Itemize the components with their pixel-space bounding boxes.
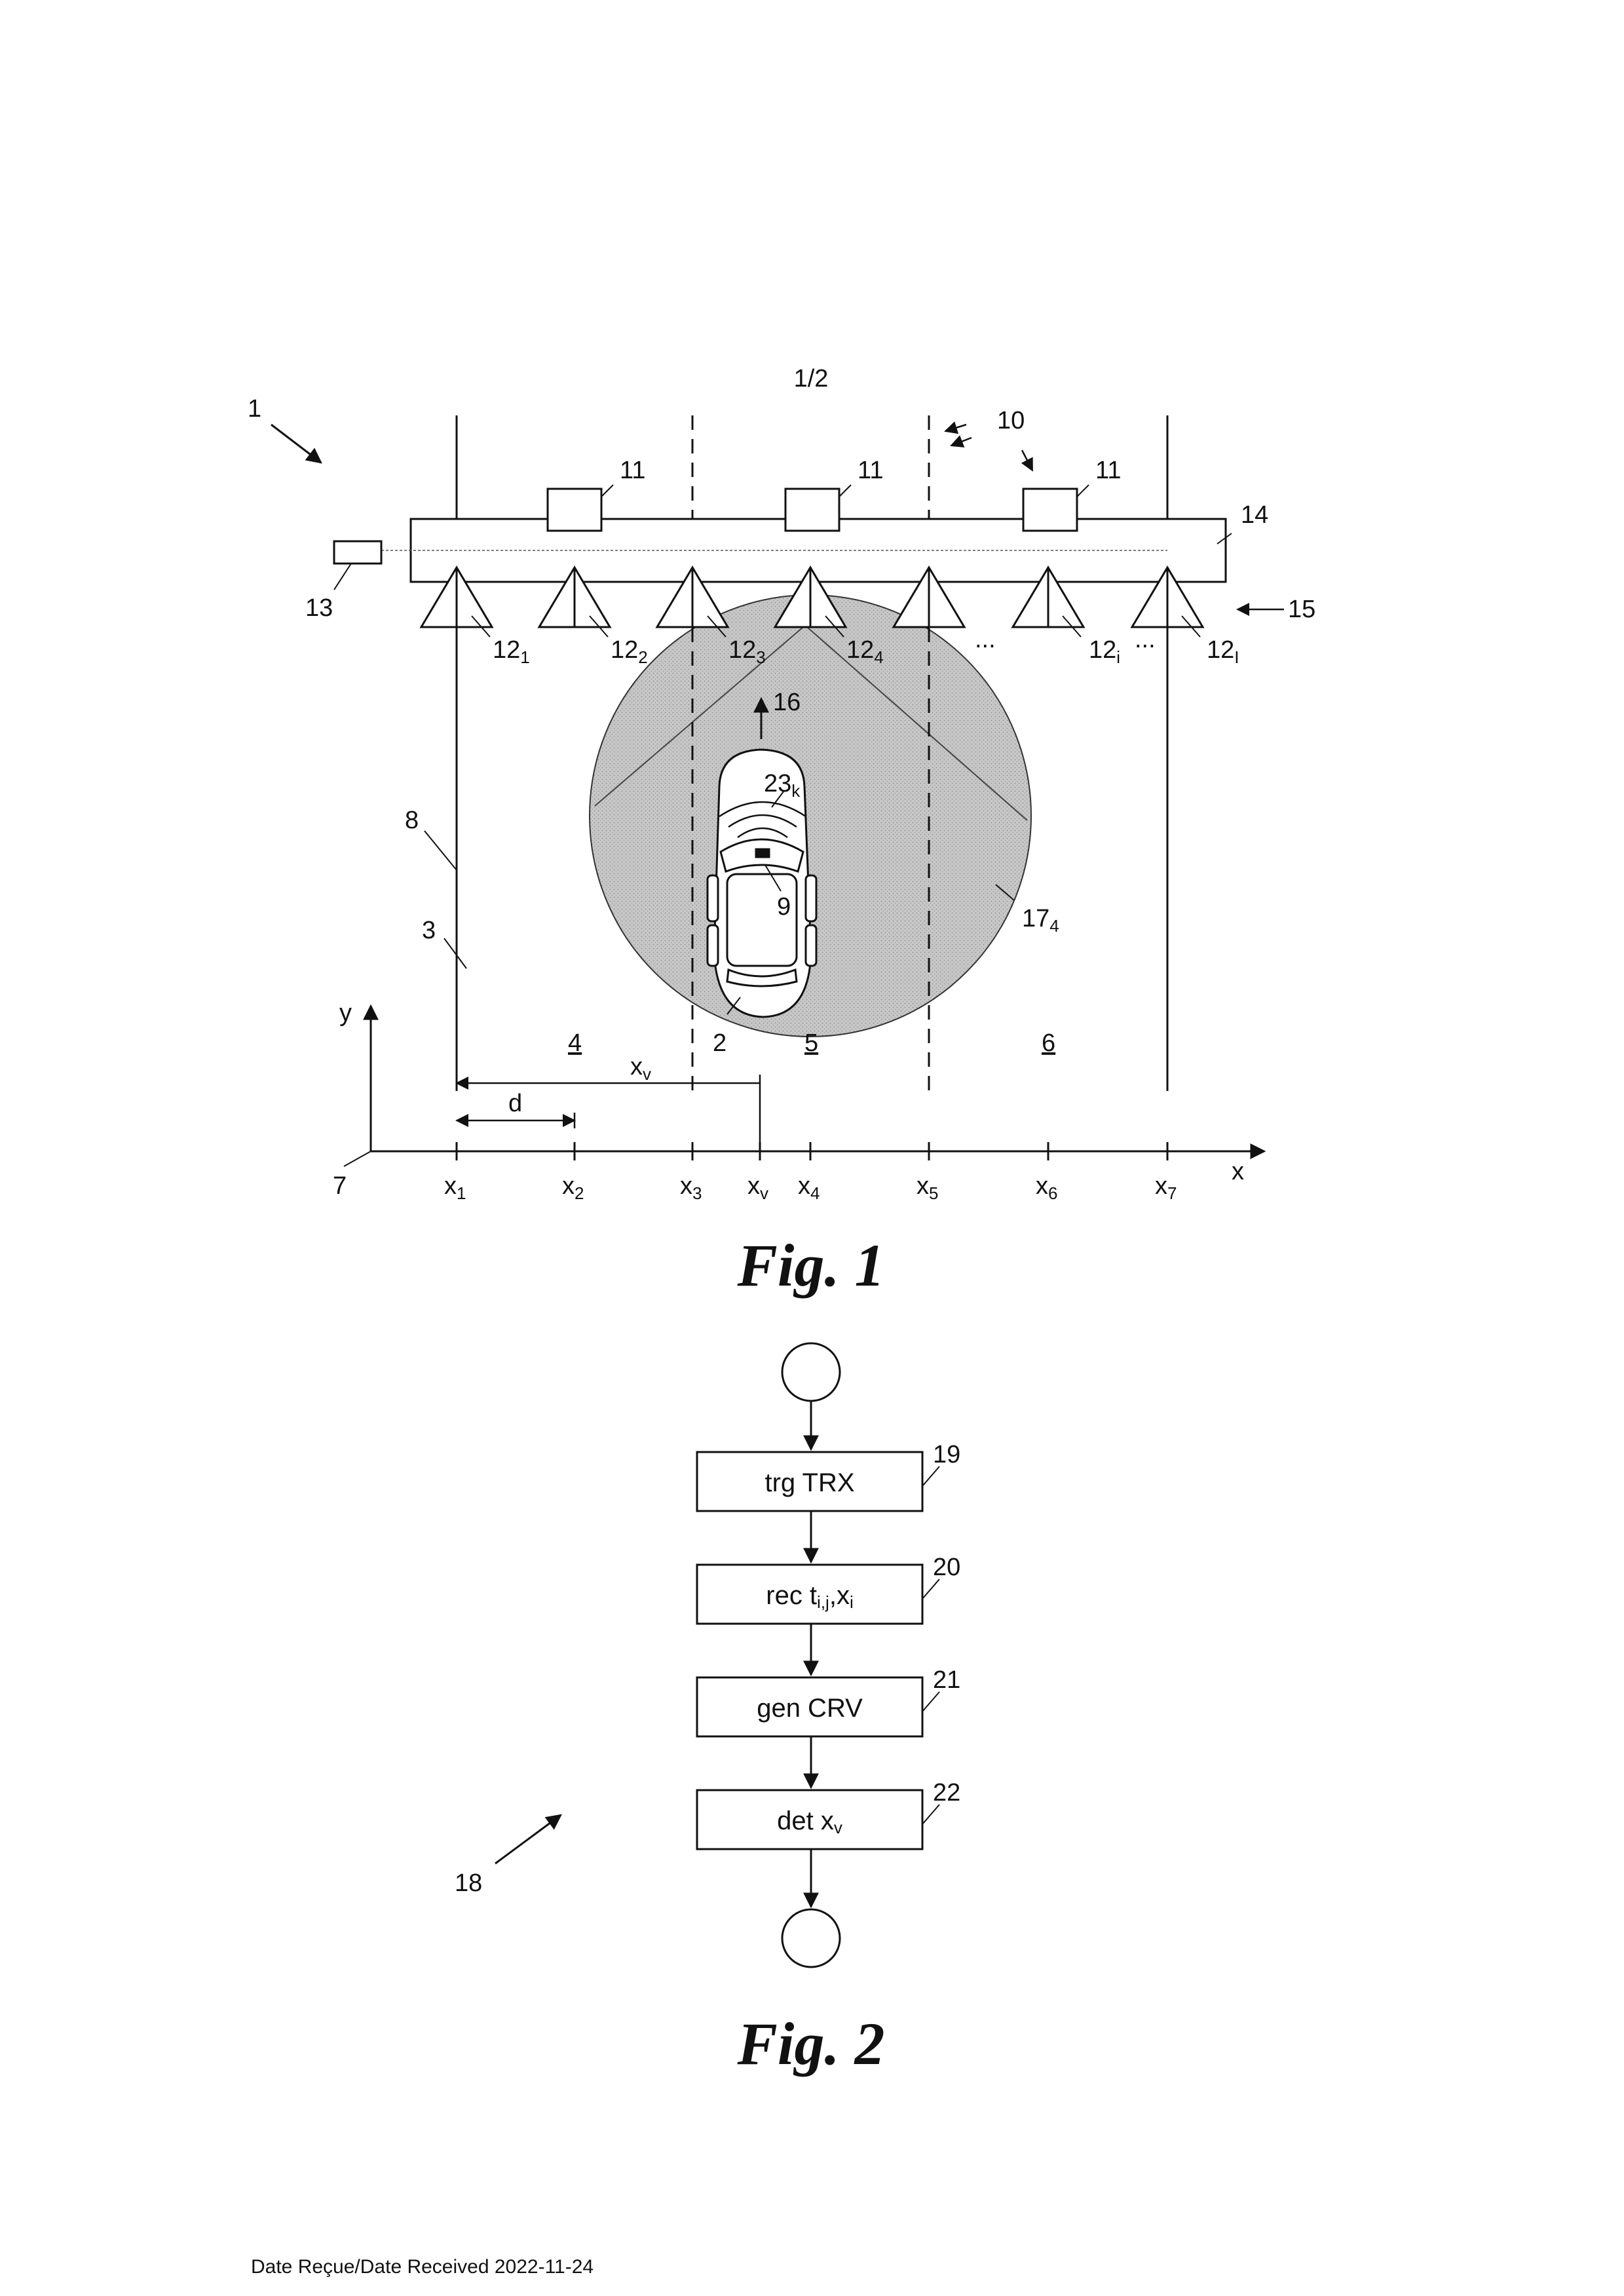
unit-box-3 (1023, 489, 1077, 531)
label-controller: 13 (305, 594, 333, 622)
tick-label-x5: x5 (916, 1172, 938, 1203)
flow-ref-21: 21 (933, 1666, 960, 1694)
flow-step-20-text: rec ti,j,xi (766, 1581, 853, 1612)
flow-start (782, 1343, 840, 1401)
tick-label-x3: x3 (680, 1172, 702, 1203)
label-direction: 16 (773, 689, 801, 716)
label-beam: 14 (1241, 501, 1268, 529)
label-unit-2: 11 (858, 457, 883, 484)
label-transponder: 9 (777, 893, 791, 921)
flow-step-21-text: gen CRV (757, 1694, 863, 1723)
label-xv-dimension: xv (630, 1053, 651, 1084)
ellipsis-1: ... (975, 626, 996, 653)
label-origin: 7 (333, 1172, 347, 1200)
antenna-label-I: 12I (1207, 636, 1239, 667)
method-ref-arrow (495, 1815, 561, 1864)
unit-box-2 (785, 489, 839, 531)
label-antenna-row: 15 (1288, 596, 1315, 623)
controller-box (334, 541, 381, 564)
transponder (756, 849, 769, 857)
tick-label-x7: x7 (1155, 1172, 1177, 1203)
label-gantry: 10 (997, 407, 1025, 434)
flow-end (782, 1909, 840, 1967)
figure-2-caption: Fig. 2 (737, 2010, 885, 2077)
label-axis-x: x (1232, 1158, 1244, 1185)
antenna-label-i: 12i (1089, 636, 1120, 667)
label-lane-right: 6 (1042, 1029, 1055, 1057)
ellipsis-2: ... (1135, 626, 1156, 653)
tick-label-xv: xv (747, 1172, 768, 1203)
system-ref-arrow (271, 425, 321, 463)
label-d: d (508, 1090, 522, 1117)
label-system: 1 (248, 395, 261, 423)
label-lane-left: 4 (568, 1029, 582, 1057)
label-coverage: 174 (1022, 905, 1059, 936)
label-vehicle: 2 (713, 1029, 727, 1057)
figure-1-caption: Fig. 1 (737, 1232, 885, 1299)
antenna-label-2: 122 (611, 636, 648, 667)
label-lane-mid: 5 (804, 1029, 818, 1057)
flow-step-22-text: det xv (777, 1807, 842, 1837)
label-edge: 8 (405, 807, 419, 834)
tick-label-x1: x1 (444, 1172, 466, 1203)
tick-label-x4: x4 (798, 1172, 820, 1203)
label-unit-3: 11 (1095, 457, 1121, 484)
label-unit-1: 11 (620, 457, 645, 484)
flow-ref-20: 20 (933, 1554, 960, 1581)
flow-step-19-text: trg TRX (765, 1468, 854, 1497)
label-axis-y: y (339, 999, 352, 1027)
figure-2 (495, 1343, 939, 1967)
flow-ref-22: 22 (933, 1779, 960, 1807)
tick-label-x6: x6 (1036, 1172, 1057, 1203)
unit-box-1 (548, 489, 601, 531)
figure-2-labels: trg TRX rec ti,j,xi gen CRV det xv 19 20… (455, 1441, 960, 2077)
received-date-footer: Date Reçue/Date Received 2022-11-24 (251, 2256, 594, 2278)
flow-ref-19: 19 (933, 1441, 960, 1468)
tick-label-x2: x2 (562, 1172, 584, 1203)
sheet-number: 1/2 (794, 365, 829, 392)
antenna-label-1: 121 (493, 636, 530, 667)
label-method: 18 (455, 1869, 482, 1897)
label-road: 3 (422, 917, 436, 944)
